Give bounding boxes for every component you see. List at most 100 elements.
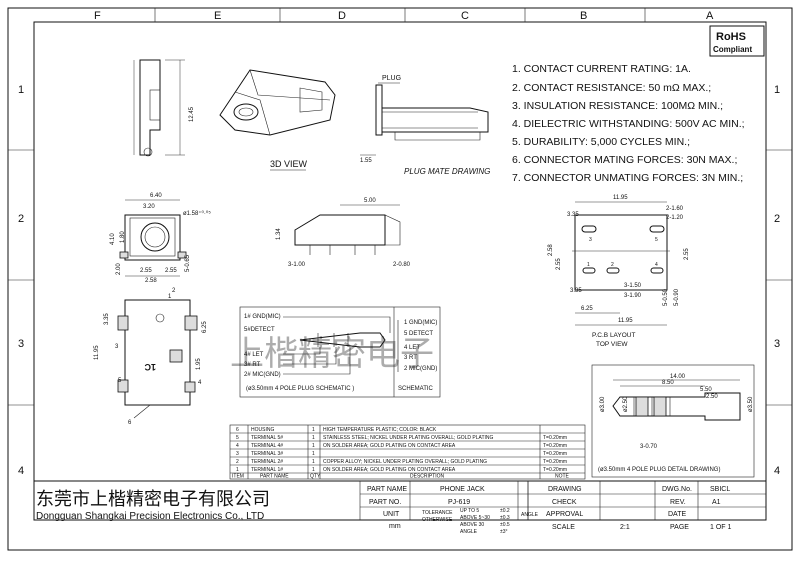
pcb-layout-label: P.C.B LAYOUT — [592, 332, 635, 339]
pcb-pin-5: 5 — [655, 237, 658, 243]
jack-pin-3: 3 RT — [404, 355, 417, 361]
unit-label: UNIT — [383, 511, 400, 518]
dim-11-95-side: 11.95 — [94, 345, 100, 360]
bom-qty: 1 — [312, 467, 315, 473]
otherwise-label: OTHERWISE — [422, 517, 453, 523]
dim-dia-1-58: ø1.58⁺⁰·⁰⁵ — [183, 210, 211, 217]
bom-qty: 1 — [312, 427, 315, 433]
jack-pin-5: 5 DETECT — [404, 331, 433, 337]
company-name-cn: 东莞市上楷精密电子有限公司 — [36, 489, 270, 510]
dim-3-35-b: 3.35 — [570, 288, 582, 294]
bom-qty: 1 — [312, 443, 315, 449]
dim-11-95-pcb-bottom: 11.95 — [618, 318, 633, 324]
bom-part: TERMINAL 3# — [251, 451, 283, 457]
plug-schematic-pins: 1# GND(MIC) 5#DETECT 4# LET 3# RT 2# MIC… — [244, 314, 281, 378]
dim-3-20: 3.20 — [143, 204, 155, 210]
dim-6-25-side: 6.25 — [202, 321, 208, 333]
dwg-no-label: DWG.No. — [662, 486, 692, 493]
part-name-label: PART NAME — [367, 486, 407, 493]
row-label-4-right: 4 — [774, 465, 780, 477]
bom-item: 5 — [236, 435, 239, 441]
dim-3-1-50: 3-1.50 — [624, 283, 642, 289]
jack-pin-1: 1 GND(MIC) — [404, 320, 437, 326]
dim-6-40: 6.40 — [150, 193, 162, 199]
bom-header-part: PART NAME — [260, 474, 289, 480]
bom-desc: COPPER ALLOY; NICKEL UNDER PLATING OVERA… — [323, 459, 487, 465]
bom-row-6: 6 HOUSING 1 HIGH TEMPERATURE PLASTIC; CO… — [236, 427, 437, 433]
dim-2-55-pcb: 2.55 — [556, 258, 562, 270]
tol-range-4: ANGLE — [460, 529, 478, 535]
plug-pin-1: 1# GND(MIC) — [244, 314, 281, 320]
dim-dia-3-50: ø3.50 — [748, 396, 754, 412]
tol-range-2: ABOVE 5~30 — [460, 515, 490, 521]
pcb-pin-4: 4 — [655, 262, 658, 268]
spec-item-5: 5. DURABILITY: 5,000 CYCLES MIN.; — [512, 136, 690, 148]
dim-2-1-60: 2-1.60 — [666, 206, 684, 212]
bom-header-qty: QTY — [310, 474, 321, 480]
dim-2-1-20: 2-1.20 — [666, 215, 684, 221]
page-value: 1 OF 1 — [710, 524, 732, 531]
dwg-no-value: SBICL — [710, 486, 730, 493]
column-labels: F E D C B A — [94, 8, 714, 22]
dim-3-35-side: 3.35 — [104, 313, 110, 325]
plug-pin-3: 3# RT — [244, 362, 261, 368]
callout-1: 1 — [168, 294, 172, 300]
spec-item-6: 6. CONNECTOR MATING FORCES: 30N MAX.; — [512, 154, 737, 166]
side-profile: 5.00 1.34 3-1.00 2-0.80 — [276, 198, 411, 268]
rohs-compliant-label: Compliant — [713, 45, 752, 54]
dim-2-0-80: 2-0.80 — [393, 262, 411, 268]
scale-value: 2:1 — [620, 524, 630, 531]
bom-item: 2 — [236, 459, 239, 465]
bom-part: TERMINAL 4# — [251, 443, 283, 449]
dim-6-25-pcb: 6.25 — [581, 306, 593, 312]
row-label-2-left: 2 — [18, 213, 24, 225]
dim-2-00: 2.00 — [116, 263, 122, 275]
plug-detail-drawing: 14.00 8.50 5.50 2.50 ø3.00 ø2.50 ø3.50 3… — [591, 364, 755, 478]
jack-pin-4: 4 LET — [404, 345, 420, 351]
tol-range-1: UP TO 5 — [460, 508, 479, 514]
dim-2-58-pcb: 2.58 — [548, 244, 554, 256]
schematic: 1# GND(MIC) 5#DETECT 4# LET 3# RT 2# MIC… — [239, 306, 441, 398]
pcb-pin-1: 1 — [587, 262, 590, 268]
callout-4: 4 — [198, 380, 202, 386]
bom-note: T=0.20mm — [543, 443, 567, 449]
row-label-4-left: 4 — [18, 465, 24, 477]
bom-row-2: 2 TERMINAL 2# 1 COPPER ALLOY; NICKEL UND… — [236, 459, 567, 465]
approval-label: APPROVAL — [546, 511, 583, 518]
tol-value-2: ±0.3 — [500, 515, 510, 521]
rev-value: A1 — [712, 499, 721, 506]
bottom-view: 1C 11.95 3.35 6.25 1.95 1 2 3 4 5 6 — [94, 288, 208, 426]
spec-list: 1. CONTACT CURRENT RATING: 1A. 2. CONTAC… — [512, 63, 745, 184]
tol-value-4: ±3° — [500, 529, 508, 535]
dim-5-0-90: 5-0.90 — [674, 288, 680, 306]
dim-1-95: 1.95 — [196, 358, 202, 370]
dim-5-0-65: 5-0.65 — [185, 254, 191, 272]
dim-5-00: 5.00 — [364, 198, 376, 204]
callout-3: 3 — [115, 344, 119, 350]
bom-desc: ON SOLDER AREA; GOLD PLATING ON CONTACT … — [323, 467, 456, 473]
jack-schematic-pins: 1 GND(MIC) 5 DETECT 4 LET 3 RT 2 MIC(GND… — [404, 320, 437, 372]
dim-dia-3-00: ø3.00 — [600, 396, 606, 412]
jack-pin-2: 2 MIC(GND) — [404, 366, 437, 372]
dim-1-80: 1.80 — [120, 231, 126, 243]
pin1-mark: 1C — [144, 362, 156, 372]
row-label-2-right: 2 — [774, 213, 780, 225]
bom-header-desc: DESCRIPTION — [410, 474, 445, 480]
spec-item-2: 2. CONTACT RESISTANCE: 50 mΩ MAX.; — [512, 82, 711, 94]
plug-detail-label: (ø3.50mm 4 POLE PLUG DETAIL DRAWING) — [598, 467, 720, 473]
dim-2-55-a: 2.55 — [140, 268, 152, 274]
plug-pin-4: 4# LET — [244, 352, 264, 358]
col-label-c: C — [461, 10, 469, 22]
dim-3-35-a: 3.35 — [567, 212, 579, 218]
bom-qty: 1 — [312, 459, 315, 465]
col-label-e: E — [214, 10, 221, 22]
bom-part: TERMINAL 1# — [251, 467, 283, 473]
bom-row-1: 1 TERMINAL 1# 1 ON SOLDER AREA; GOLD PLA… — [236, 467, 567, 473]
pcb-pin-2: 2 — [611, 262, 614, 268]
dim-2-50: 2.50 — [706, 394, 718, 400]
bom-desc: STAINLESS STEEL; NICKEL UNDER PLATING OV… — [323, 435, 494, 441]
pcb-layout: 11.95 2-1.60 2-1.20 3.35 3 5 1 2 4 2.58 … — [548, 195, 690, 348]
bom-table: 6 HOUSING 1 HIGH TEMPERATURE PLASTIC; CO… — [229, 424, 586, 480]
check-label: CHECK — [552, 499, 577, 506]
col-label-b: B — [580, 10, 587, 22]
